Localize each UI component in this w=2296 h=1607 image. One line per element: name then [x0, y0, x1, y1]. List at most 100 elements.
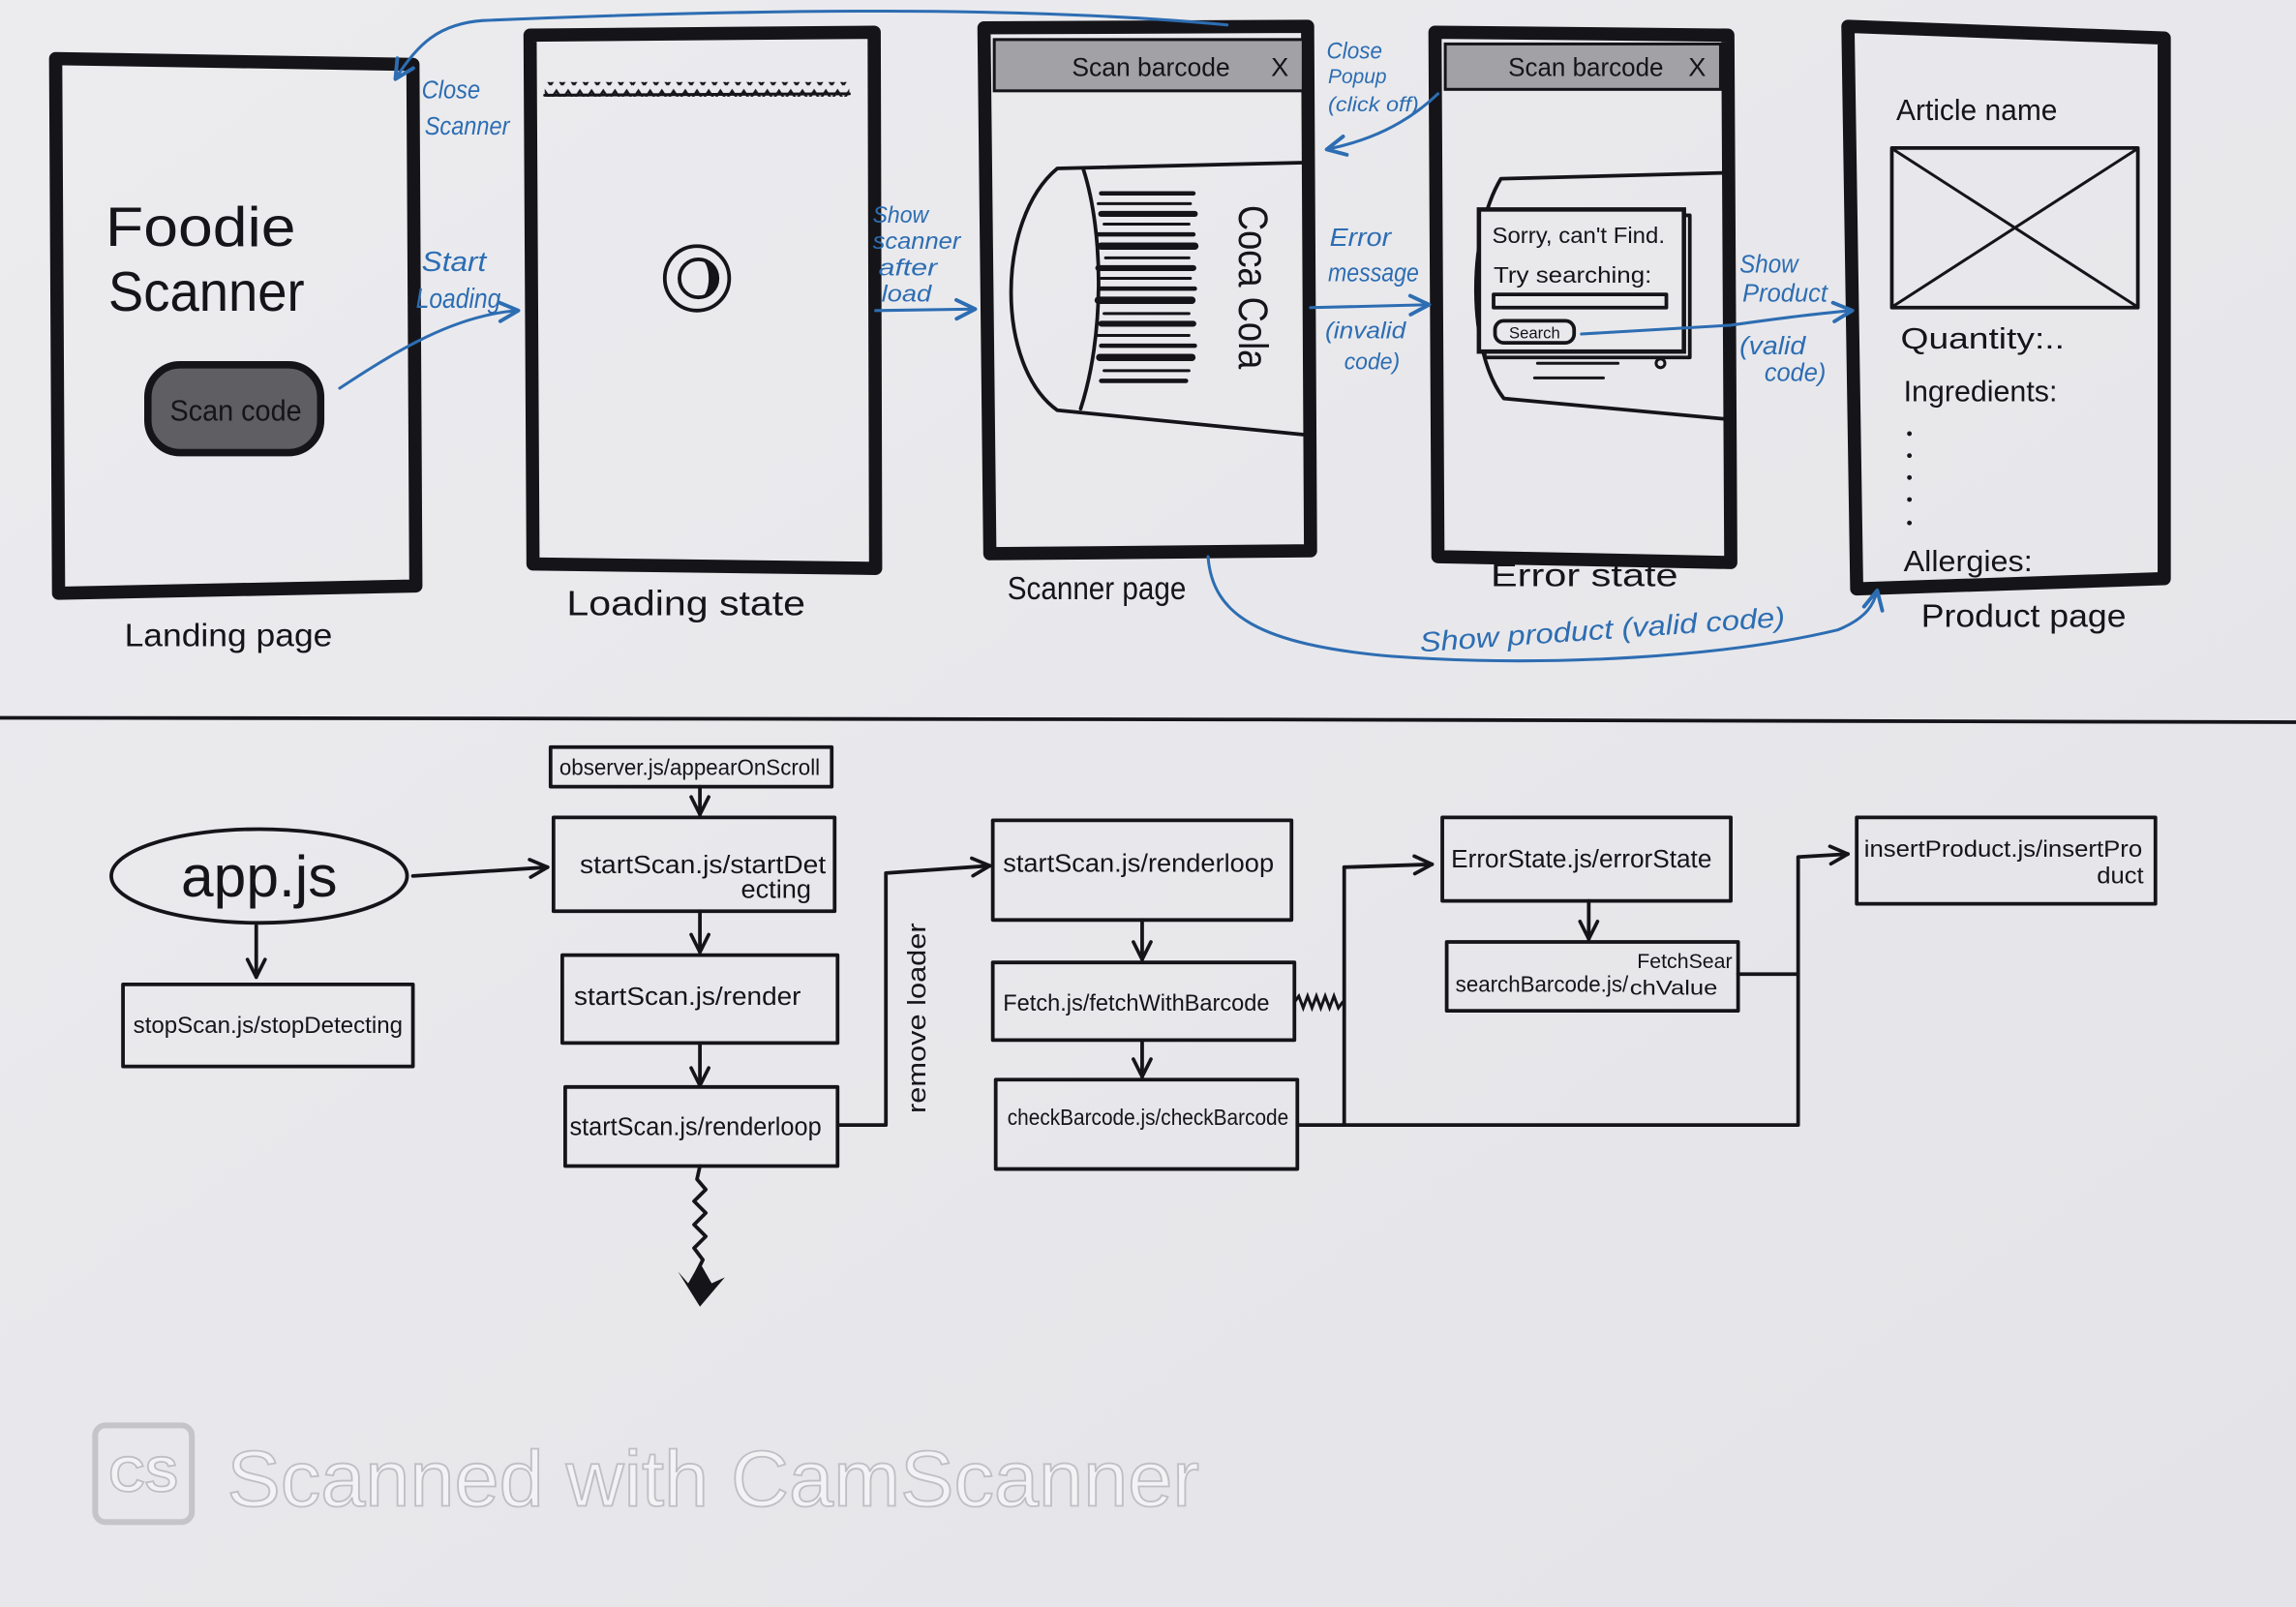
article-name-label: Article name: [1896, 95, 2057, 127]
transition-error-message: Error message (invalid code): [1309, 225, 1432, 375]
product-can-sketch: [1473, 170, 1727, 421]
phone-frame: [977, 19, 1317, 561]
svg-text:CS: CS: [109, 1445, 178, 1501]
remove-loader-label: remove loader: [904, 923, 931, 1113]
stop-scan-node: [121, 982, 415, 1069]
loading-state-screen: Loading state: [523, 25, 883, 623]
scanner-titlebar-title: Scan barcode: [1072, 52, 1229, 82]
error-titlebar-title: Scan barcode: [1508, 52, 1663, 82]
search-barcode-label-cont: chValue: [1630, 977, 1718, 999]
render-label: startScan.js/render: [574, 984, 801, 1011]
image-placeholder-icon: [1889, 145, 2140, 310]
renderloop-label-1: startScan.js/renderloop: [569, 1114, 821, 1141]
transition-label: Error: [1330, 225, 1393, 252]
transition-close-popup: Close Popup (click off): [1324, 39, 1440, 157]
allergies-label: Allergies:: [1904, 546, 2033, 578]
flow-arrow: [1342, 844, 1850, 1128]
app-entry-node: [109, 827, 409, 925]
search-barcode-node: [1444, 940, 1740, 1014]
loop-scribble: [692, 1164, 709, 1289]
code-flow: app.js stopScan.js/stopDetecting observe…: [109, 744, 2158, 1307]
transition-label: code): [1765, 359, 1827, 386]
ingredients-label: Ingredients:: [1904, 377, 2058, 409]
transition-arrow: [1206, 555, 1885, 663]
app-title-line-1: Foodie: [106, 197, 296, 258]
transition-arrow: [1324, 92, 1440, 157]
transition-label: Close: [1327, 39, 1382, 65]
landing-page-screen: Foodie Scanner Scan code Landing page: [48, 51, 423, 653]
fetch-scribble: [1292, 991, 1344, 1013]
loading-spinner-icon: [662, 244, 732, 313]
phone-frame: [1841, 19, 2171, 596]
scanner-page-caption: Scanner page: [1008, 571, 1187, 607]
transition-label: Show: [873, 202, 930, 228]
app-title-line-2: Scanner: [108, 261, 305, 323]
observer-label: observer.js/appearOnScroll: [559, 754, 820, 779]
transition-label: (invalid: [1325, 318, 1407, 345]
transition-label: load: [882, 282, 933, 308]
insert-product-label: insertProduct.js/insertPro: [1864, 836, 2142, 863]
transition-label: message: [1328, 260, 1419, 288]
transition-show-product: Show Product (valid code): [1580, 251, 1855, 386]
transition-label: Start: [422, 247, 488, 278]
popup-search-input: [1492, 292, 1669, 310]
fetch-label: Fetch.js/fetchWithBarcode: [1003, 990, 1269, 1016]
check-barcode-label: checkBarcode.js/checkBarcode: [1008, 1105, 1288, 1130]
popup-box: [1476, 207, 1686, 354]
error-state-caption: Error state: [1491, 558, 1678, 593]
product-brand-label: Coca Cola: [1230, 205, 1276, 370]
transition-label: Show: [1739, 251, 1799, 278]
flow-arrow: [1342, 854, 1435, 876]
error-state-label: ErrorState.js/errorState: [1451, 846, 1711, 873]
search-barcode-label-super: FetchSear: [1637, 951, 1732, 973]
insert-product-label-cont: duct: [2097, 863, 2144, 889]
transition-label: Scanner: [425, 113, 511, 140]
insert-product-node: [1855, 815, 2158, 906]
app-entry-label: app.js: [181, 843, 337, 909]
product-page-caption: Product page: [1921, 599, 2127, 635]
transition-label: (valid: [1739, 333, 1806, 360]
quantity-label: Quantity:..: [1901, 323, 2065, 355]
phone-frame: [48, 51, 423, 600]
camscanner-watermark: CS Scanned with CamScanner: [92, 1422, 1200, 1526]
flow-arrow: [835, 856, 992, 1128]
transition-start-loading: Start Loading: [338, 247, 521, 390]
error-popup: Sorry, can't Find. Try searching: Search: [1476, 207, 1692, 360]
barcode-icon: [1094, 191, 1199, 383]
error-titlebar: [1443, 42, 1722, 91]
transition-label: code): [1344, 349, 1400, 375]
popup-search-button: [1493, 318, 1577, 345]
error-close-icon: X: [1688, 52, 1706, 82]
product-can-sketch: [1009, 161, 1310, 438]
section-divider: [0, 715, 2296, 724]
transition-arrow: [1309, 293, 1432, 317]
transition-show-scanner: Show scanner after load: [873, 202, 978, 321]
product-page-screen: Article name Quantity:.. Ingredients: Al…: [1841, 19, 2171, 635]
popup-message: Sorry, can't Find.: [1492, 223, 1665, 248]
transition-label: after: [879, 255, 939, 281]
transition-label: scanner: [873, 228, 962, 255]
start-detecting-node: [551, 815, 837, 914]
search-barcode-label: searchBarcode.js/: [1456, 971, 1629, 996]
transition-label: Close: [422, 76, 481, 104]
popup-prompt: Try searching:: [1494, 262, 1651, 288]
ingredients-list-dots: [1907, 431, 1913, 526]
transition-close-scanner: Close Scanner: [393, 10, 1229, 140]
loading-state-caption: Loading state: [566, 584, 805, 623]
observer-node: [548, 744, 834, 789]
camscanner-logo: CS: [92, 1422, 196, 1526]
transition-label: Loading: [416, 284, 501, 315]
popup-search-button-label: Search: [1509, 324, 1560, 343]
loading-progress-line: [543, 92, 851, 97]
transition-label: Popup: [1328, 66, 1387, 88]
phone-frame: [1428, 25, 1737, 569]
error-state-node: [1440, 815, 1733, 903]
watermark-text: Scanned with CamScanner: [227, 1436, 1198, 1524]
transition-arrow: [874, 297, 978, 321]
scanner-close-icon: X: [1271, 52, 1288, 82]
transition-arrow: [393, 10, 1229, 81]
scan-code-button-label: Scan code: [169, 395, 301, 427]
transition-label: Product: [1742, 281, 1829, 308]
start-detecting-label-cont: ecting: [740, 877, 811, 904]
